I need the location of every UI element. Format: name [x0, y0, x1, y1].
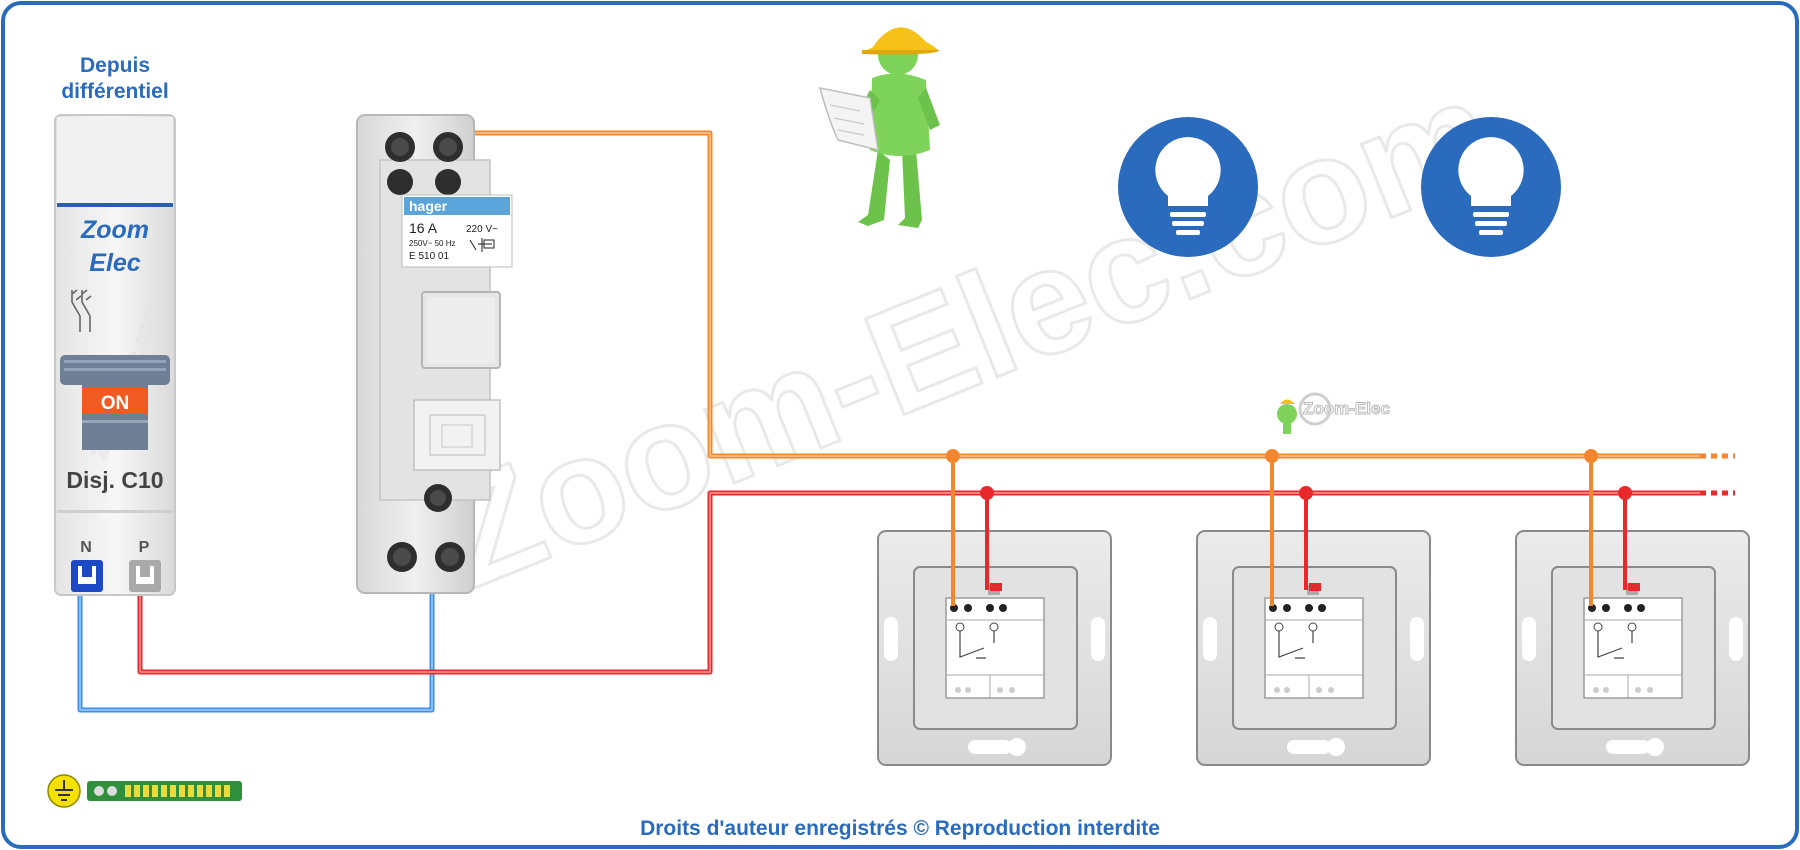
logo-text: Zoom-Elec	[1303, 399, 1390, 418]
relay-coil-voltage: 220 V~	[466, 224, 498, 235]
earth-ground-icon	[47, 774, 81, 808]
relay-rating: 16 A	[409, 220, 438, 236]
button-drop-wires	[946, 449, 1632, 606]
breaker-model: Disj. C10	[66, 467, 163, 493]
terminal-n-label: N	[80, 539, 92, 556]
lightbulb-icon	[1421, 117, 1561, 257]
copyright-notice: Droits d'auteur enregistrés © Reproducti…	[640, 817, 1160, 840]
terminal-neutral	[71, 560, 103, 592]
push-button-switch-2	[1196, 530, 1431, 766]
circuit-breaker: Zoom Elec Zoom-Elec.com ON Disj. C10 N P	[54, 114, 176, 596]
relay-ref: E 510 01	[409, 251, 449, 262]
relay-coil-symbol-icon	[469, 238, 495, 252]
ground-terminal-bar	[87, 781, 242, 801]
source-label-line1: Depuis	[80, 54, 150, 77]
source-label-line2: différentiel	[61, 80, 168, 103]
push-button-switch-1	[877, 530, 1112, 766]
breaker-on-label: ON	[101, 393, 130, 414]
breaker-brand-line1: Zoom	[80, 216, 149, 244]
impulse-relay: hager 16 A 220 V~ 250V~ 50 Hz E 510 01	[356, 114, 513, 594]
push-button-switch-3	[1515, 530, 1750, 766]
breaker-brand-line2: Elec	[89, 249, 141, 277]
breaker-on-indicator	[82, 388, 148, 414]
zoom-elec-logo: Zoom-Elec	[1277, 392, 1390, 434]
worker-figure	[818, 27, 940, 228]
terminal-phase	[129, 560, 161, 592]
terminal-p-label: P	[139, 539, 150, 556]
relay-spec: 250V~ 50 Hz	[409, 239, 455, 248]
relay-brand: hager	[409, 198, 448, 214]
lightbulb-icon	[1118, 117, 1258, 257]
breaker-symbol-icon	[71, 289, 92, 332]
